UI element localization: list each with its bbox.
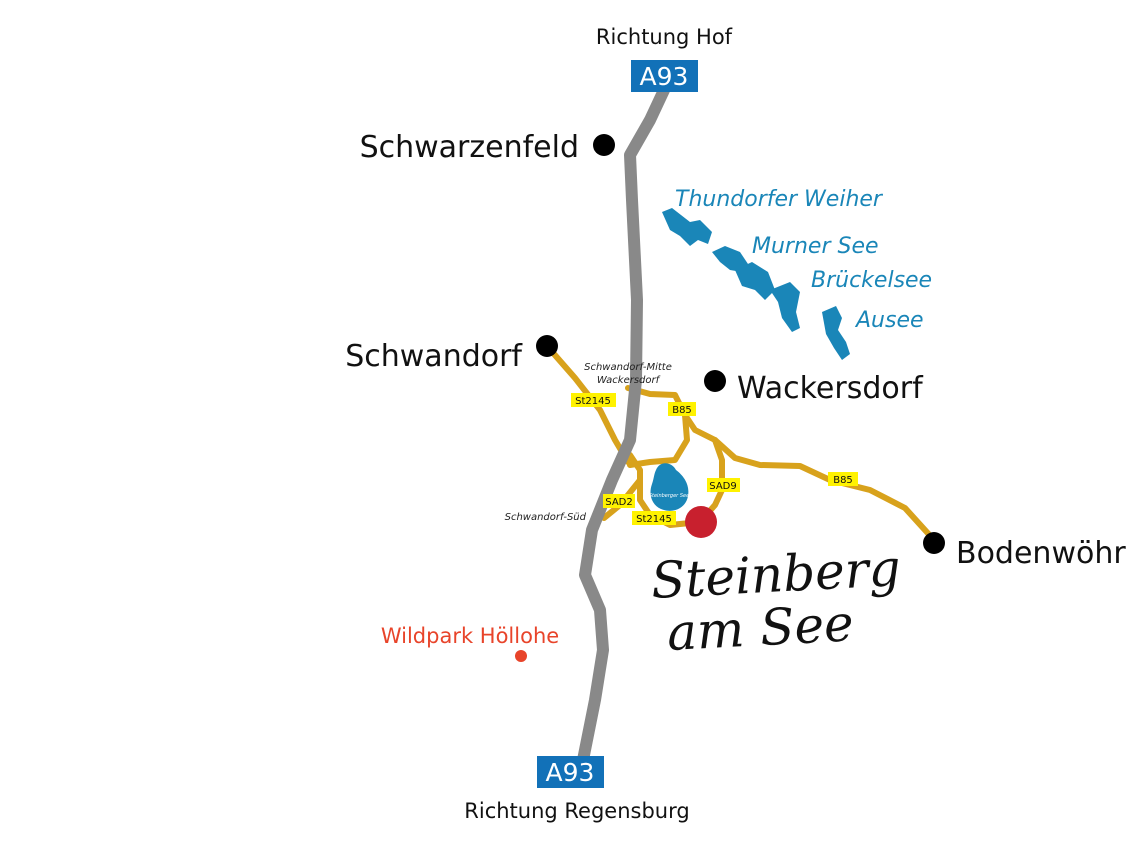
road-inner-north (627, 412, 690, 468)
poi-label-wildpark: Wildpark Höllohe (381, 624, 559, 648)
lake-label-thundorfer: Thundorfer Weiher (675, 187, 884, 212)
road-badge-st2145-south: St2145 (632, 511, 676, 525)
town-dot-schwandorf (536, 335, 558, 357)
lake-ausee-shape (822, 306, 850, 360)
town-dot-wackersdorf (704, 370, 726, 392)
lake-chain-shape-4 (770, 282, 800, 332)
road-badge-st2145-north: St2145 (571, 393, 616, 407)
town-dot-schwarzenfeld (593, 134, 615, 156)
lake-label-ausee: Ausee (854, 308, 924, 333)
highway-badge-north-label: A93 (640, 62, 689, 91)
direction-north: Richtung Hof (596, 25, 733, 49)
lake-label-brueckelsee: Brückelsee (811, 268, 932, 293)
exit-label-sued: Schwandorf-Süd (505, 512, 587, 523)
town-label-wackersdorf: Wackersdorf (737, 371, 924, 406)
destination-marker (685, 506, 717, 538)
road-badge-st2145-north-label: St2145 (575, 396, 611, 407)
exit-label-mitte-line1: Schwandorf-Mitte (584, 362, 672, 373)
exit-label-mitte-line2: Wackersdorf (597, 375, 661, 386)
highway-badge-south: A93 (537, 756, 604, 788)
highway-badge-north: A93 (631, 60, 698, 92)
town-dot-bodenwoehr (923, 532, 945, 554)
direction-south: Richtung Regensburg (464, 799, 689, 823)
town-label-schwarzenfeld: Schwarzenfeld (360, 130, 579, 165)
road-badge-b85-east: B85 (828, 472, 858, 486)
town-label-schwandorf: Schwandorf (345, 339, 523, 374)
highway-a93 (577, 82, 671, 766)
lake-chain (662, 208, 850, 360)
road-st2145-north (544, 343, 631, 465)
lake-label-murner: Murner See (752, 234, 879, 259)
lake-steinberger: Steinberger See (649, 463, 689, 511)
poi-dot-wildpark (515, 650, 527, 662)
destination-label-line2: am See (666, 594, 855, 662)
road-badge-sad2-label: SAD2 (605, 497, 632, 508)
road-badge-sad2: SAD2 (603, 494, 635, 508)
road-badge-st2145-south-label: St2145 (636, 514, 672, 525)
road-badge-b85-north-label: B85 (672, 405, 692, 416)
lake-murner-shape (712, 246, 748, 272)
town-label-bodenwoehr: Bodenwöhr (956, 536, 1126, 571)
road-badge-b85-north: B85 (668, 402, 696, 416)
road-badge-sad9-label: SAD9 (709, 481, 736, 492)
highway-badge-south-label: A93 (546, 758, 595, 787)
road-badge-b85-east-label: B85 (833, 475, 853, 486)
lake-brueckelsee-shape (735, 262, 775, 300)
lake-steinberger-label: Steinberger See (649, 493, 689, 499)
road-badge-sad9: SAD9 (707, 478, 740, 492)
road-b85-east (682, 412, 937, 543)
lake-thundorfer-shape (662, 208, 712, 246)
destination-label-line1: Steinberg (650, 539, 902, 610)
